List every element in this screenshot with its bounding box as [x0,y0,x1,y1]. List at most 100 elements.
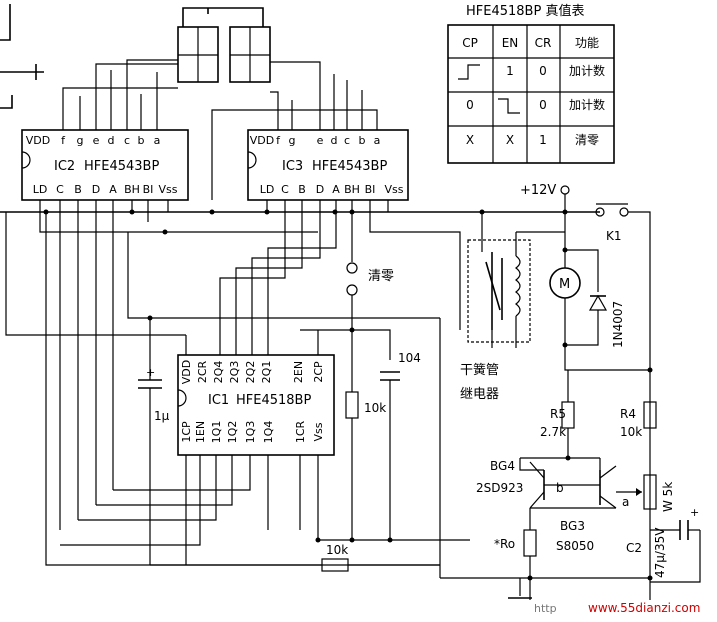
ic3-part: HFE4543BP [312,159,387,174]
resistor-ro: *Ro [494,529,537,600]
ic1-ref: IC1 [208,393,229,408]
display-ic2 [177,26,219,83]
c2-value: 47μ/35V [653,527,667,578]
ic2-part: HFE4543BP [84,159,159,174]
ic3-pin-c: C [281,183,289,196]
ic2-pin-c: C [56,183,64,196]
ic3-pin-vdd: VDD [250,134,274,147]
res-10k-b-label: 10k [326,543,348,557]
k1-label: K1 [606,229,622,243]
ic2-pin-vss: Vss [159,183,178,196]
reed-relay: 干簧管 继电器 [460,212,531,402]
ic2-pin-b: b [138,134,145,147]
capacitor-c2: + C2 47μ/35V [626,506,701,583]
ic1-pin-2cr: 2CR [196,360,209,383]
resistor-r4: R4 10k [620,401,657,439]
ic3-ref: IC3 [282,159,303,174]
ic3-pin-b: B [298,183,306,196]
tt-cell-2-1: X [506,133,514,147]
ic3-pin-a: a [374,134,381,147]
r5-value: 2.7k [540,425,566,439]
diode-1n4007: 1N4007 [565,249,625,348]
transistor-bg3: a BG3 S8050 [530,458,642,553]
watermark-prefix: http [534,602,557,615]
ic2-pin-f: f [61,134,66,147]
ic1-pin-1cp: 1CP [180,421,193,443]
r5-name: R5 [550,407,566,421]
falling-edge-icon [498,98,520,114]
tt-header-3: 功能 [575,36,599,50]
ic3-pin-g: g [289,134,296,147]
cap-1u-label: 1μ [154,409,170,423]
ic3-pin-a: A [332,183,340,196]
ic3-pin-b: b [359,134,366,147]
ic1-pin-1cr: 1CR [294,420,307,443]
tt-header-0: CP [462,36,478,50]
node-b-label: b [556,481,564,495]
tt-cell-1-3: 加计数 [569,97,605,112]
tt-header-2: CR [535,36,552,50]
ic2-ref: IC2 [54,159,75,174]
tt-cell-1-0: 0 [466,98,474,112]
ic3-pin-vss: Vss [385,183,404,196]
resistor-10k-ic1: 10k [345,355,386,540]
ic1-pin-vdd: VDD [180,360,193,384]
tt-cell-0-1: 1 [506,64,514,78]
ic1-pin-1q3: 1Q3 [244,421,257,444]
capacitor-104: 104 [380,351,421,540]
bg4-part: 2SD923 [476,481,523,495]
ic2-pin-a: A [109,183,117,196]
tt-cell-0-3: 加计数 [569,63,605,78]
reset-switch: 清零 [346,238,394,330]
reset-switch-label: 清零 [368,269,394,284]
ic1-pin-vss: Vss [312,422,325,441]
potentiometer-w5k: W 5k [636,474,675,512]
r4-name: R4 [620,407,636,421]
truth-table-title: HFE4518BP 真值表 [466,3,584,19]
ic2-pin-g: g [77,134,84,147]
pot-label: W 5k [661,482,675,512]
ic2-pin-c: c [124,134,130,147]
ic3-pin-e: e [317,134,324,147]
ic3-pin-f: f [276,134,281,147]
ic1-pin-2q4: 2Q4 [212,361,225,384]
ic2-pin-ld: LD [33,183,48,196]
ground-symbol [440,575,653,599]
motor: M [549,212,650,371]
cap-104-label: 104 [398,351,421,365]
ic1-pin-2en: 2EN [292,361,305,383]
bg4-name: BG4 [490,459,515,473]
ic2-pin-vdd: VDD [26,134,50,147]
ic2-pin-bi: BI [143,183,154,196]
ic2-pin-d: d [108,134,115,147]
capacitor-1u: + 1μ [138,318,170,565]
svg-text:+: + [146,366,155,379]
ic1-part: HFE4518BP [236,393,311,408]
ic1-pin-1en: 1EN [194,421,207,443]
ic1-pin-1q2: 1Q2 [226,421,239,444]
tt-cell-2-3: 清零 [575,133,599,147]
ic1-pin-2q2: 2Q2 [244,361,257,384]
c2-name: C2 [626,541,642,555]
diode-label: 1N4007 [611,301,625,348]
r4-value: 10k [620,425,642,439]
supply-label: +12V [520,183,556,198]
bg3-name: BG3 [560,519,585,533]
tt-cell-2-2: 1 [539,133,547,147]
bg3-part: S8050 [556,539,594,553]
ic1-pin-2q1: 2Q1 [260,361,273,384]
transistor-bg4: BG4 2SD923 b [476,458,600,509]
ic2-pin-bh: BH [124,183,140,196]
tt-cell-2-0: X [466,133,474,147]
ic1-pin-1q1: 1Q1 [210,421,223,444]
display-ic3 [229,26,271,83]
ic3-pin-bi: BI [365,183,376,196]
ic2-pin-b: B [74,183,82,196]
